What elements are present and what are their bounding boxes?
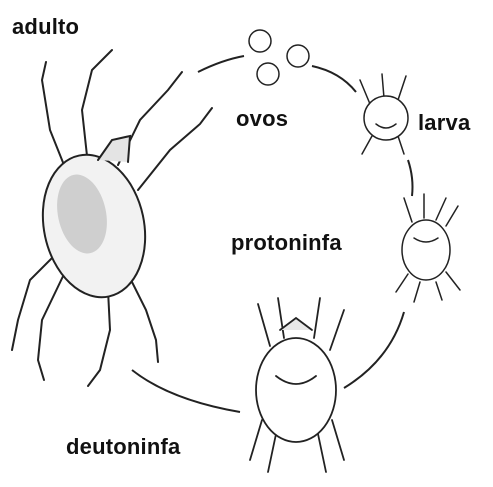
egg bbox=[257, 63, 279, 85]
arc-deutonymph-to-adult bbox=[132, 370, 240, 412]
arc-adult-to-eggs bbox=[198, 56, 244, 72]
label-protoninfa: protoninfa bbox=[231, 232, 342, 254]
label-ovos: ovos bbox=[236, 108, 288, 130]
arc-protonymph-to-deutonymph bbox=[344, 312, 404, 388]
deutonymph-mite bbox=[250, 298, 344, 472]
egg bbox=[249, 30, 271, 52]
arc-eggs-to-larva bbox=[312, 66, 356, 92]
egg bbox=[287, 45, 309, 67]
protonymph-mite bbox=[396, 194, 460, 302]
adult-mite bbox=[12, 50, 212, 386]
larva-mite bbox=[360, 74, 408, 154]
label-adulto: adulto bbox=[12, 16, 79, 38]
arc-larva-to-protonymph bbox=[408, 160, 413, 196]
eggs bbox=[249, 30, 309, 85]
label-deutoninfa: deutoninfa bbox=[66, 436, 180, 458]
label-larva: larva bbox=[418, 112, 470, 134]
